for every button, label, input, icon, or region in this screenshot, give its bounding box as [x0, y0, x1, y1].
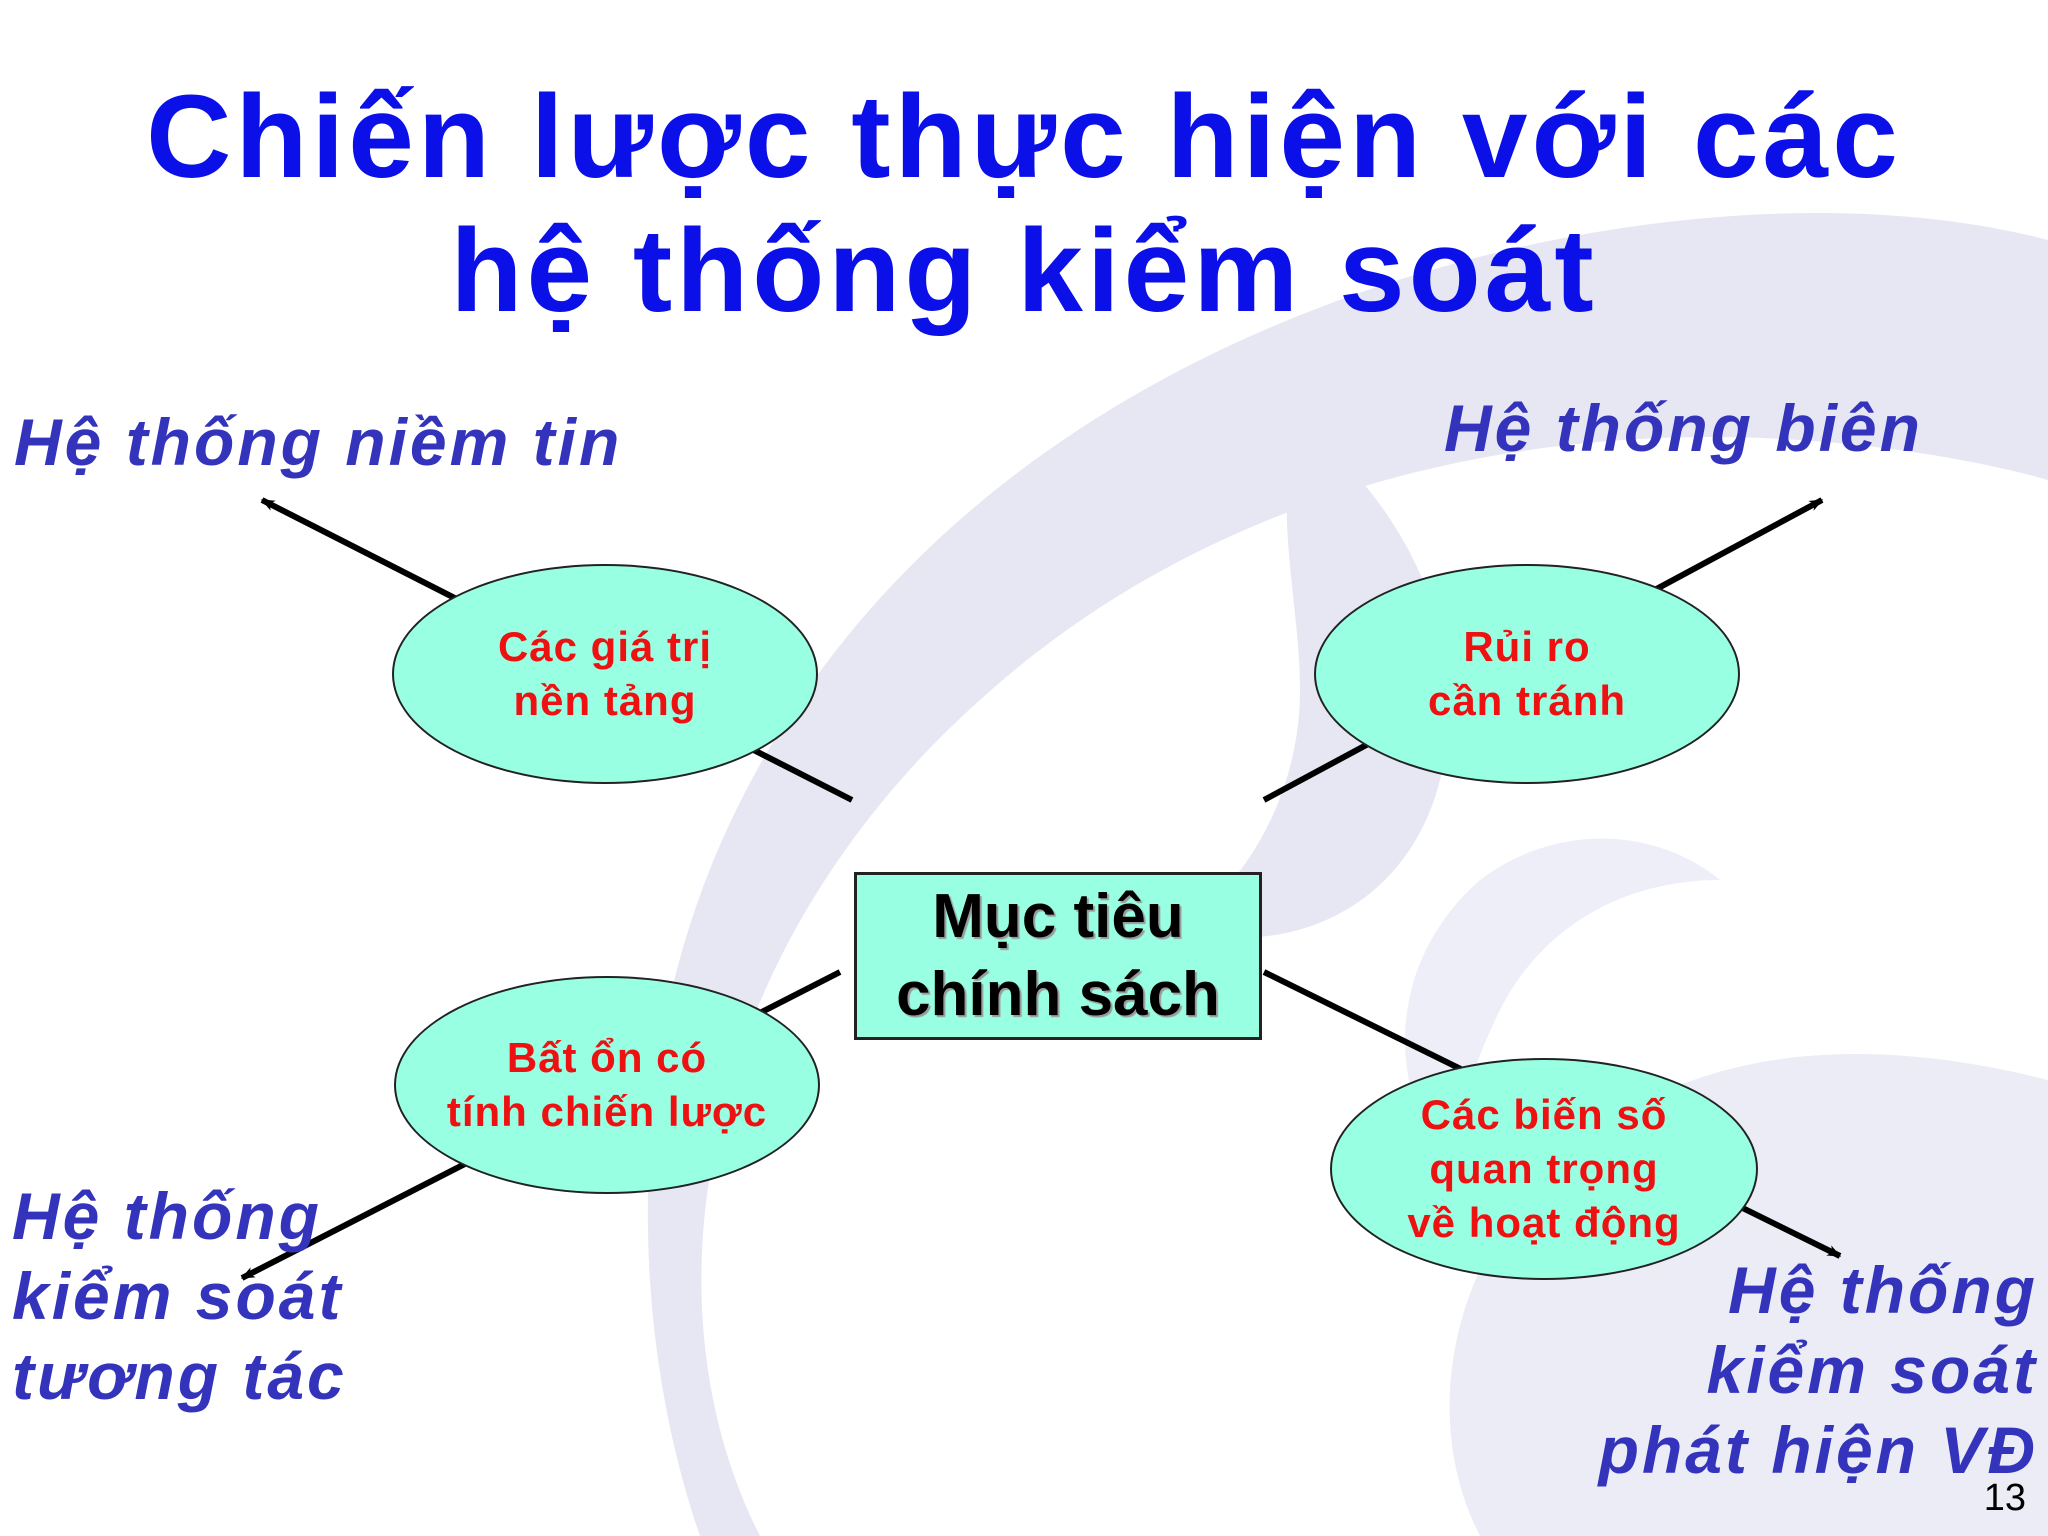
- system-label-bottom-right: Hệ thống kiểm soát phát hiện VĐ: [1598, 1253, 2038, 1487]
- center-objective-text: Mục tiêu chính sách: [896, 882, 1220, 1029]
- center-objective-box: Mục tiêu chính sách: [854, 872, 1262, 1040]
- node-top-left: Các giá trị nền tảng: [392, 564, 818, 784]
- node-bottom-right-text: Các biến số quan trọng về hoạt động: [1407, 1091, 1681, 1246]
- node-top-right-text: Rủi ro cần tránh: [1427, 623, 1627, 724]
- system-label-top-left: Hệ thống niềm tin: [14, 405, 623, 479]
- title-line-1: Chiến lược thực hiện với các: [146, 71, 1902, 203]
- page-title: Chiến lược thực hiện với các hệ thống ki…: [0, 70, 2048, 338]
- system-label-top-right: Hệ thống biên: [1444, 391, 1923, 465]
- system-label-bottom-left: Hệ thống kiểm soát tương tác: [12, 1179, 347, 1413]
- node-bottom-right: Các biến số quan trọng về hoạt động: [1330, 1058, 1758, 1280]
- node-top-left-text: Các giá trị nền tảng: [497, 623, 713, 724]
- node-bottom-left: Bất ổn có tính chiến lược: [394, 976, 820, 1194]
- node-bottom-left-text: Bất ổn có tính chiến lược: [446, 1034, 768, 1135]
- page-number: 13: [1983, 1477, 2026, 1519]
- node-top-right: Rủi ro cần tránh: [1314, 564, 1740, 784]
- title-line-2: hệ thống kiểm soát: [450, 205, 1598, 337]
